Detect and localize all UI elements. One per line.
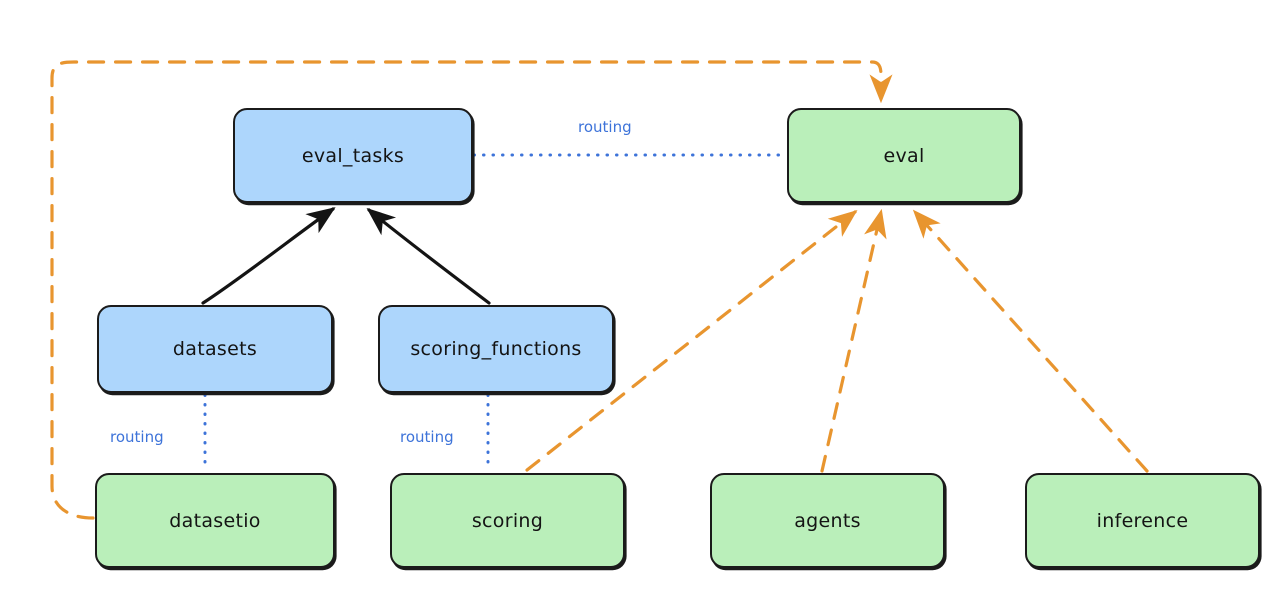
node-scoring-functions[interactable]: scoring_functions bbox=[378, 305, 614, 393]
node-label-inference: inference bbox=[1096, 509, 1189, 532]
node-label-datasetio: datasetio bbox=[169, 509, 261, 532]
edge-scoring_functions-eval_tasks bbox=[366, 207, 491, 305]
node-datasets[interactable]: datasets bbox=[97, 305, 333, 393]
edge-label-routing-scoring: routing bbox=[400, 428, 454, 446]
node-label-eval: eval bbox=[883, 144, 925, 167]
node-datasetio[interactable]: datasetio bbox=[95, 473, 335, 568]
node-label-eval-tasks: eval_tasks bbox=[301, 144, 405, 167]
edge-label-routing-datasetio: routing bbox=[110, 428, 164, 446]
edge-inference-eval bbox=[912, 209, 1149, 473]
edge-datasets-eval_tasks bbox=[201, 207, 336, 305]
node-inference[interactable]: inference bbox=[1025, 473, 1260, 568]
node-eval-tasks[interactable]: eval_tasks bbox=[233, 108, 473, 203]
node-label-scoring: scoring bbox=[471, 509, 544, 532]
node-label-scoring-functions: scoring_functions bbox=[410, 338, 582, 360]
node-scoring[interactable]: scoring bbox=[390, 473, 625, 568]
node-agents[interactable]: agents bbox=[710, 473, 945, 568]
node-label-agents: agents bbox=[794, 509, 861, 532]
edge-label-routing-eval: routing bbox=[578, 118, 632, 136]
node-label-datasets: datasets bbox=[172, 338, 258, 360]
edge-agents-eval bbox=[820, 208, 887, 473]
node-eval[interactable]: eval bbox=[787, 108, 1021, 203]
